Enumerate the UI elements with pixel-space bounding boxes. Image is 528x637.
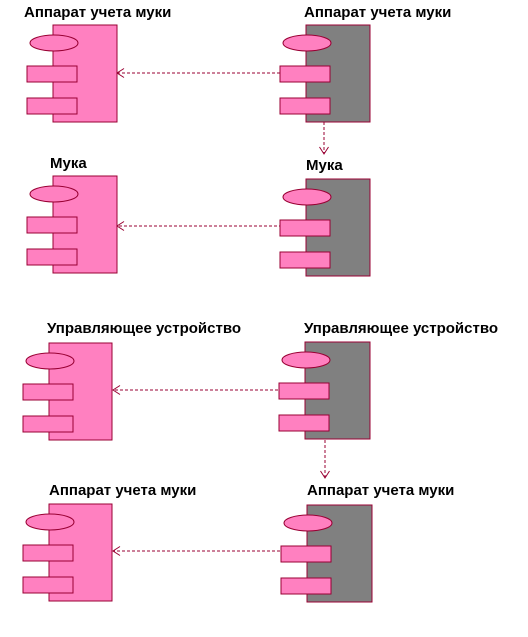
component-label: Управляющее устройство xyxy=(304,320,498,337)
uml-component[interactable]: Аппарат учета муки xyxy=(280,482,454,603)
uml-component[interactable]: Управляющее устройство xyxy=(22,320,241,441)
component-port-icon xyxy=(279,219,331,237)
component-port-icon xyxy=(22,576,74,594)
uml-component[interactable]: Мука xyxy=(279,157,371,277)
component-label: Аппарат учета муки xyxy=(304,4,451,21)
component-port-icon xyxy=(279,65,331,83)
component-label: Аппарат учета муки xyxy=(49,482,196,499)
arrowhead-icon xyxy=(112,385,121,395)
arrowhead-icon xyxy=(319,146,329,155)
component-ellipse-icon xyxy=(282,34,332,52)
component-port-icon xyxy=(26,97,78,115)
component-port-icon xyxy=(26,248,78,266)
component-port-icon xyxy=(26,216,78,234)
component-ellipse-icon xyxy=(25,513,75,531)
uml-component[interactable]: Аппарат учета муки xyxy=(279,4,451,123)
uml-component[interactable]: Мука xyxy=(26,155,118,274)
component-label: Управляющее устройство xyxy=(47,320,241,337)
dependency-arrow xyxy=(319,122,329,155)
uml-component[interactable]: Управляющее устройство xyxy=(278,320,498,440)
component-label: Аппарат учета муки xyxy=(24,4,171,21)
component-ellipse-icon xyxy=(29,34,79,52)
component-port-icon xyxy=(279,251,331,269)
component-label: Мука xyxy=(50,155,87,172)
dependency-arrow xyxy=(112,546,285,556)
dependency-arrow xyxy=(112,385,278,395)
component-ellipse-icon xyxy=(283,514,333,532)
uml-component[interactable]: Аппарат учета муки xyxy=(24,4,171,123)
component-port-icon xyxy=(22,415,74,433)
component-port-icon xyxy=(279,97,331,115)
component-port-icon xyxy=(22,544,74,562)
dependency-arrow xyxy=(116,68,280,78)
component-label: Мука xyxy=(306,157,343,174)
dependency-arrow xyxy=(320,440,330,479)
component-port-icon xyxy=(22,383,74,401)
dependency-layer xyxy=(112,68,330,556)
dependency-arrow xyxy=(116,221,282,231)
arrowhead-icon xyxy=(320,470,330,479)
component-ellipse-icon xyxy=(29,185,79,203)
arrowhead-icon xyxy=(112,546,121,556)
component-ellipse-icon xyxy=(282,188,332,206)
component-port-icon xyxy=(280,545,332,563)
uml-component[interactable]: Аппарат учета муки xyxy=(22,482,196,602)
component-port-icon xyxy=(26,65,78,83)
component-port-icon xyxy=(278,382,330,400)
component-port-icon xyxy=(280,577,332,595)
component-label: Аппарат учета муки xyxy=(307,482,454,499)
component-port-icon xyxy=(278,414,330,432)
component-ellipse-icon xyxy=(25,352,75,370)
component-ellipse-icon xyxy=(281,351,331,369)
